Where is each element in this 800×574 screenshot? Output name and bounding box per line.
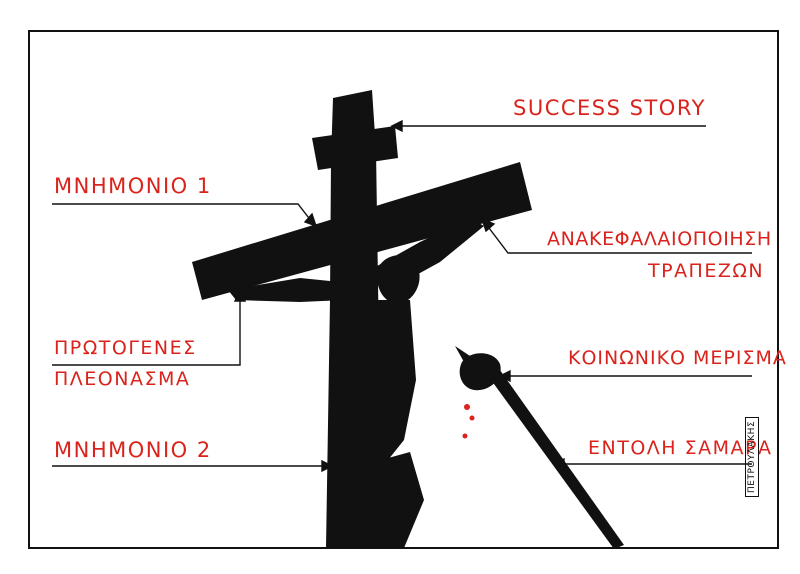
blood-drop: [462, 433, 468, 439]
label-koinoniko-merisma: ΚΟΙΝΩΝΙΚΟ ΜΕΡΙΣΜΑ: [568, 347, 787, 369]
spear-crossbar: [470, 362, 500, 378]
label-trapezon: ΤΡΑΠΕΖΩΝ: [648, 260, 765, 282]
label-success-story: SUCCESS STORY: [513, 96, 706, 120]
label-protogenes: ΠΡΩΤΟΓΕΝΕΣ: [54, 337, 197, 359]
figure-legs: [340, 452, 424, 548]
cross-main-bar: [192, 162, 532, 300]
label-mnimonio-2: ΜΝΗΜΟΝΙΟ 2: [54, 438, 212, 462]
label-anakefalaiopoiisi: ΑΝΑΚΕΦΑΛΑΙΟΠΟΙΗΣΗ: [547, 228, 772, 250]
label-mnimonio-1: ΜΝΗΜΟΝΙΟ 1: [54, 174, 212, 198]
cross-top-bar: [312, 126, 398, 170]
label-entoli-samara: ΕΝΤΟΛΗ ΣΑΜΑΡΑ: [588, 437, 773, 459]
figure-torso: [338, 300, 416, 470]
leader-lines: [52, 119, 752, 473]
figure-head: [377, 255, 420, 304]
spear-pole: [478, 356, 624, 549]
figure-arm-left: [228, 278, 345, 302]
label-pleonasma: ΠΛΕΟΝΑΣΜΑ: [54, 368, 191, 390]
artist-signature: ΠΕΤΡΟΥΛΑΚΗΣ: [745, 416, 759, 497]
blood-drop: [469, 415, 475, 421]
blood-drop: [464, 404, 470, 410]
